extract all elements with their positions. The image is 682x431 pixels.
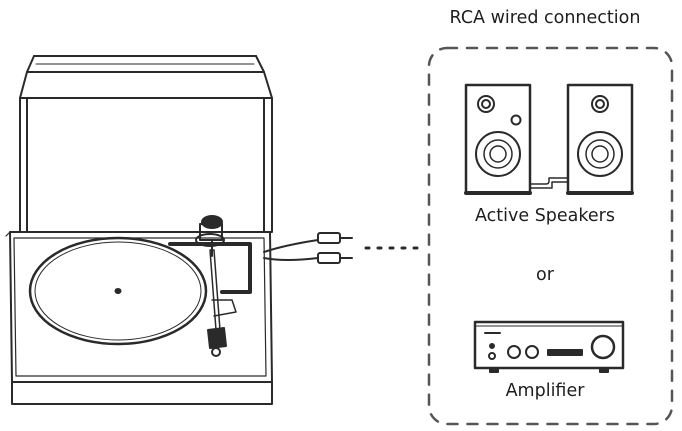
active-speakers [464, 83, 634, 195]
turntable-base [5, 231, 273, 405]
turntable-tonearm [168, 215, 252, 357]
connection-group-frame [427, 46, 674, 426]
speaker-link-cable [529, 177, 569, 185]
rca-cable [263, 232, 353, 264]
diagram-title: RCA wired connection [449, 8, 641, 28]
amplifier-label: Amplifier [505, 381, 585, 401]
speaker-right [566, 83, 634, 195]
active-speakers-label: Active Speakers [475, 206, 615, 226]
or-separator: or [536, 265, 554, 285]
speaker-left [464, 83, 532, 195]
amplifier [473, 320, 625, 373]
turntable-lid [19, 55, 273, 233]
turntable [5, 55, 353, 405]
turntable-platter [28, 236, 208, 346]
